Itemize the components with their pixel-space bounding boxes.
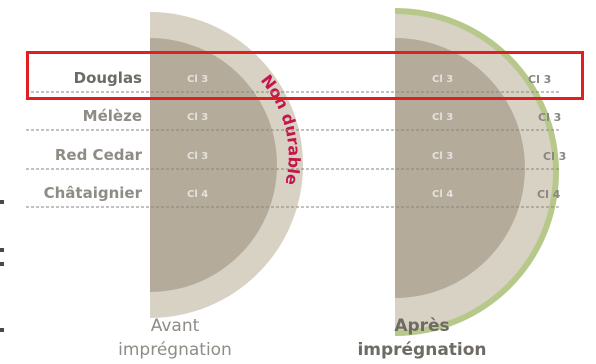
caption-after: Après imprégnation [332, 314, 512, 362]
after-outer-class-red-cedar: Cl 3 [543, 150, 567, 163]
after-outer-class-chataignier: Cl 4 [537, 188, 561, 201]
before-class-red-cedar: Cl 3 [187, 151, 209, 162]
edge-mark [0, 328, 4, 332]
species-label-douglas: Douglas [73, 69, 142, 87]
after-section [395, 8, 559, 336]
caption-after-line1: Après [394, 316, 450, 336]
species-label-chataignier: Châtaignier [43, 184, 142, 202]
after-inner-class-red-cedar: Cl 3 [432, 151, 454, 162]
edge-mark [0, 248, 4, 252]
after-inner-class-chataignier: Cl 4 [432, 189, 454, 200]
species-label-meleze: Mélèze [82, 107, 142, 125]
highlight-box-douglas [26, 51, 584, 100]
before-class-douglas: Cl 3 [187, 74, 209, 85]
species-label-red-cedar: Red Cedar [54, 146, 142, 164]
caption-before-line2: imprégnation [118, 340, 232, 360]
caption-before-line1: Avant [150, 316, 200, 336]
after-heartwood [395, 38, 525, 298]
before-section: Non durable [150, 12, 304, 318]
before-heartwood [150, 38, 277, 292]
edge-mark [0, 200, 4, 204]
after-outer-class-douglas: Cl 3 [528, 73, 552, 86]
before-class-chataignier: Cl 4 [187, 189, 209, 200]
after-inner-class-douglas: Cl 3 [432, 74, 454, 85]
after-inner-class-meleze: Cl 3 [432, 112, 454, 123]
caption-after-line2: imprégnation [357, 340, 487, 360]
caption-before: Avant imprégnation [85, 314, 265, 362]
after-outer-class-meleze: Cl 3 [538, 111, 562, 124]
edge-mark [0, 262, 4, 266]
row-lines [26, 91, 560, 208]
before-class-meleze: Cl 3 [187, 112, 209, 123]
